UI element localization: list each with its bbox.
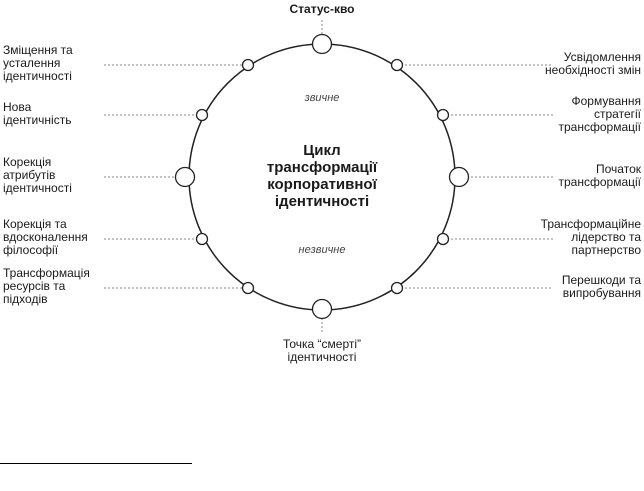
node-obstacles (390, 281, 404, 295)
right-label-obstacles: Перешкоди та випробування (561, 273, 641, 300)
right-label-strategy: Формування стратегії трансформації (558, 94, 642, 134)
cycle-title: Цикл трансформації корпоративної ідентич… (266, 142, 378, 210)
right-label-start: Початок трансформації (558, 162, 642, 189)
node-death-point (311, 298, 333, 320)
left-label-attributes: Корекція атрибутів ідентичності (3, 155, 72, 195)
node-new-identity (195, 108, 209, 122)
left-label-new-identity: Нова ідентичність (3, 100, 72, 127)
node-attributes (174, 166, 196, 188)
right-label-leadership: Трансформаційне лідерство та партнерство (540, 217, 641, 257)
node-philosophy (195, 232, 209, 246)
ring-upper-label: звичне (304, 92, 340, 104)
death-point-label: Точка “смерті” ідентичності (282, 337, 362, 364)
left-label-resources: Трансформація ресурсів та підходів (3, 266, 90, 306)
left-label-philosophy: Корекція та вдосконалення філософії (3, 217, 88, 257)
cycle-nodes (174, 33, 470, 320)
node-resources (241, 281, 255, 295)
connector-lines (104, 20, 553, 334)
node-leadership (436, 232, 450, 246)
node-shift (241, 58, 255, 72)
node-awareness (390, 58, 404, 72)
node-strategy (436, 108, 450, 122)
status-quo-label: Статус-кво (289, 2, 355, 16)
ring-lower-label: незвичне (298, 244, 346, 256)
node-start (448, 166, 470, 188)
node-status-quo (311, 33, 333, 55)
right-label-awareness: Усвідомлення необхідності змін (545, 50, 641, 77)
left-label-shift: Зміщення та усталення ідентичності (3, 43, 73, 83)
footnote-separator (0, 463, 192, 464)
